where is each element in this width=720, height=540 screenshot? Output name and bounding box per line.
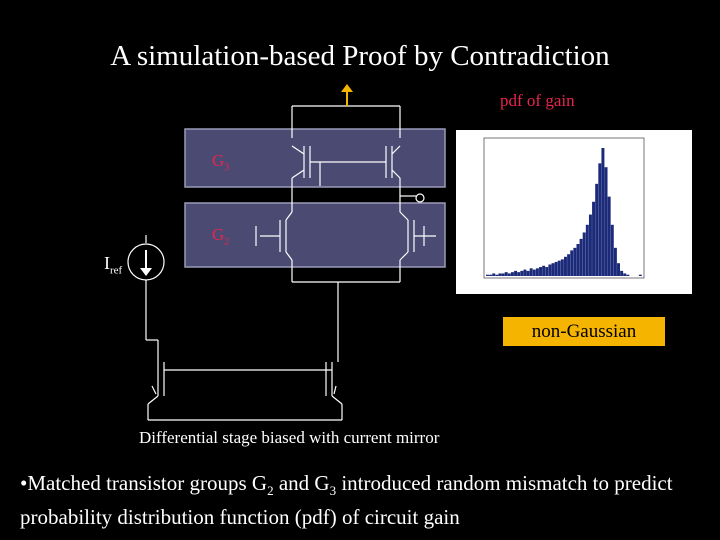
pdf-histogram xyxy=(486,148,642,276)
histogram-bar xyxy=(592,201,596,276)
histogram-bar xyxy=(523,269,527,276)
histogram-bar xyxy=(610,224,614,276)
histogram-bar xyxy=(607,196,611,276)
histogram-bar xyxy=(620,270,624,276)
group-g2-sub: 2 xyxy=(224,236,230,248)
histogram-bar xyxy=(495,274,499,276)
pdf-label: pdf of gain xyxy=(500,91,575,110)
histogram-bar xyxy=(576,244,580,276)
histogram-bar xyxy=(601,148,605,276)
bullet-marker: • xyxy=(20,471,28,495)
histogram-bar xyxy=(501,273,505,276)
bullet-sub-1: 2 xyxy=(267,483,274,499)
histogram-bar xyxy=(623,273,627,276)
histogram-bar xyxy=(498,273,502,276)
histogram-bar xyxy=(551,263,555,276)
group-g2-label: G2 xyxy=(212,225,229,247)
histogram-bar xyxy=(517,272,521,276)
histogram-bar xyxy=(598,163,602,276)
bullet-text-2: and G xyxy=(273,471,330,495)
histogram-bar xyxy=(579,238,583,276)
bullet-text-1: Matched transistor groups G xyxy=(27,471,268,495)
bullet-point: •Matched transistor groups G2 and G3 int… xyxy=(20,470,710,531)
iref-sub: ref xyxy=(110,264,123,277)
histogram-bar xyxy=(554,261,558,276)
group-g2-letter: G xyxy=(212,225,225,244)
current-source-icon xyxy=(127,243,165,281)
diagram-caption: Differential stage biased with current m… xyxy=(139,428,440,447)
histogram-bar xyxy=(557,260,561,276)
histogram-bar xyxy=(542,265,546,276)
histogram-bar xyxy=(489,274,493,276)
histogram-bar xyxy=(588,214,592,276)
transistor-group-g3-box xyxy=(184,128,446,188)
histogram-bar xyxy=(539,267,542,276)
histogram-bar xyxy=(514,270,518,276)
bullet-sub-2: 3 xyxy=(329,483,337,499)
histogram-bar xyxy=(604,167,608,276)
iref-letter: I xyxy=(104,253,110,273)
histogram-bar xyxy=(526,270,530,276)
histogram-bar xyxy=(545,267,549,276)
bullet-text-3: introduced random mismatch to predict pr… xyxy=(20,471,673,530)
histogram-bar xyxy=(486,274,489,276)
group-g3-sub: 3 xyxy=(224,162,230,174)
slide-title: A simulation-based Proof by Contradictio… xyxy=(110,40,610,72)
histogram-bar xyxy=(617,263,620,276)
histogram-bar xyxy=(492,273,496,276)
histogram-bar xyxy=(585,224,589,276)
histogram-bar xyxy=(567,254,571,276)
histogram-bar xyxy=(520,270,524,276)
histogram-bar xyxy=(570,250,574,276)
histogram-bar xyxy=(564,256,567,276)
histogram-bar xyxy=(548,264,552,276)
output-node-icon xyxy=(415,193,425,203)
non-gaussian-label: non-Gaussian xyxy=(503,317,665,346)
histogram-bar xyxy=(504,272,508,276)
group-g3-letter: G xyxy=(212,151,225,170)
histogram-bar xyxy=(626,274,630,276)
histogram-bar xyxy=(510,272,514,276)
histogram-bar xyxy=(535,268,539,276)
histogram-bar xyxy=(582,232,586,276)
histogram-bar xyxy=(507,273,511,276)
histogram-bar xyxy=(638,274,642,276)
histogram-bar xyxy=(560,259,564,276)
group-g3-label: G3 xyxy=(212,151,229,173)
output-arrow-icon xyxy=(341,84,353,92)
histogram-bar xyxy=(573,247,577,276)
histogram-bar xyxy=(613,247,617,276)
histogram-bar xyxy=(529,268,533,276)
iref-label: Iref xyxy=(104,253,122,277)
histogram-bar xyxy=(595,183,599,276)
histogram-bar xyxy=(532,269,536,276)
